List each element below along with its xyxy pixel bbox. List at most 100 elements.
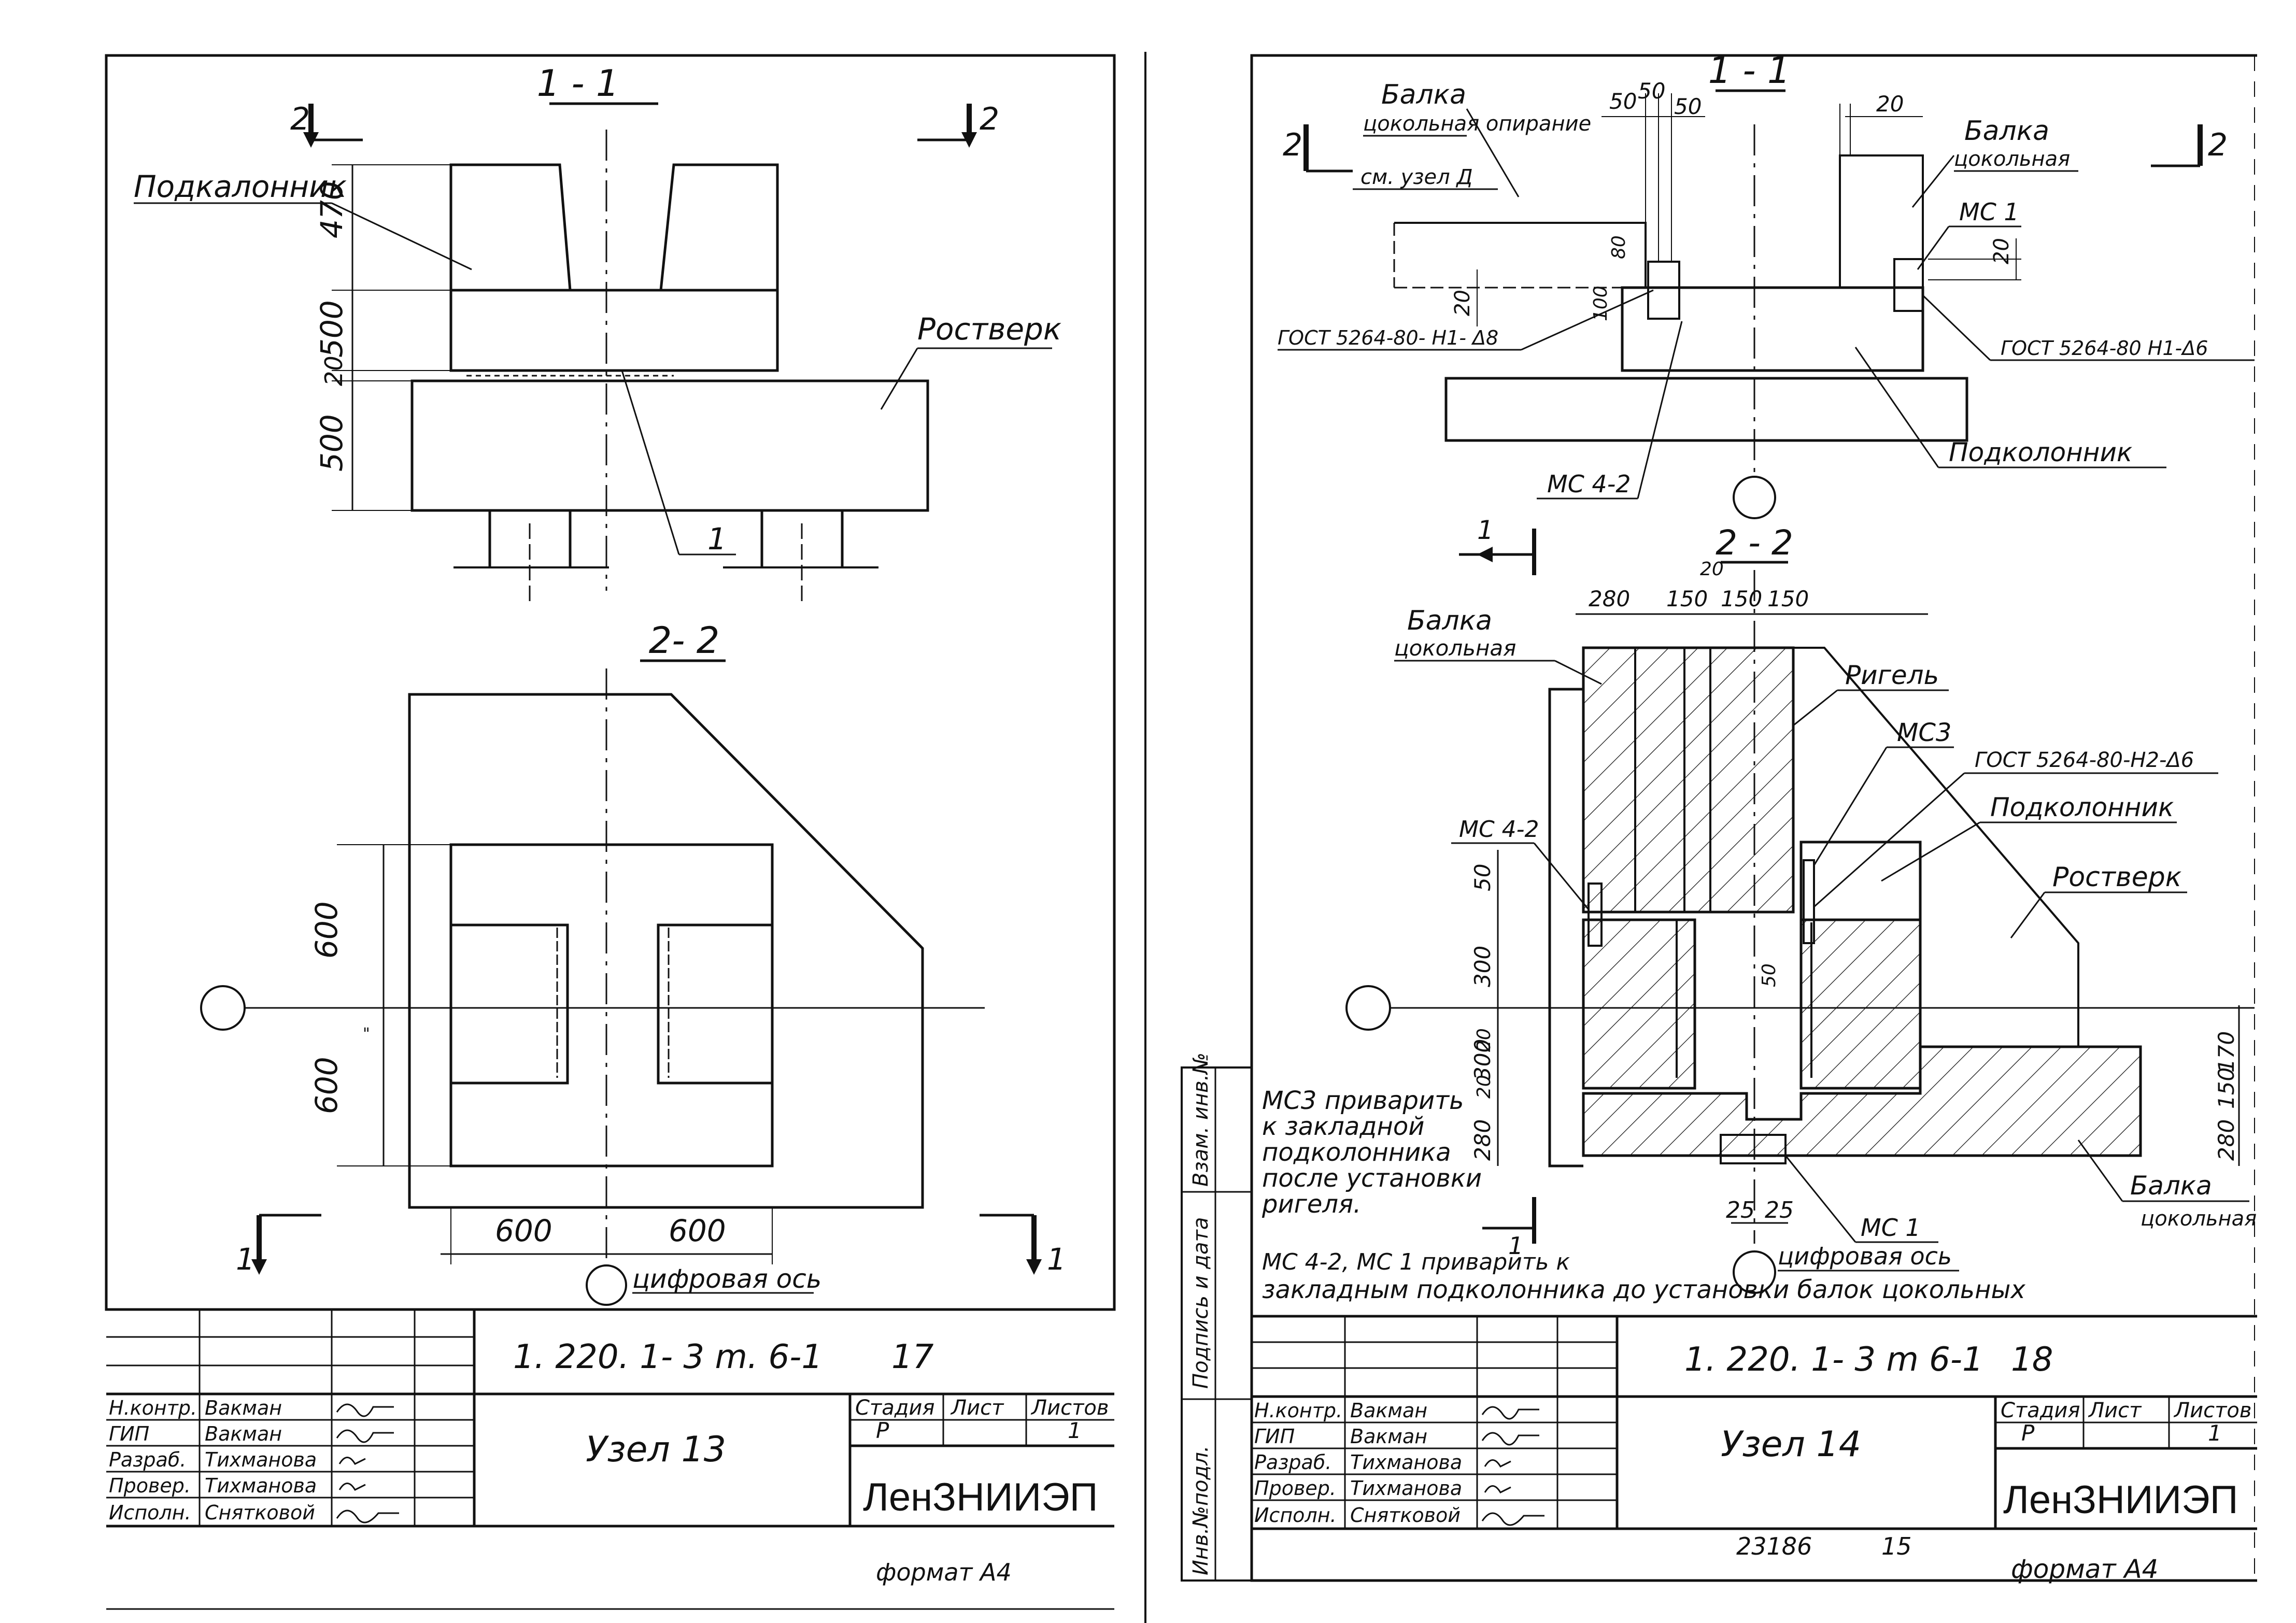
right-sheet-frame bbox=[1250, 54, 2257, 1582]
svg-text:Тихманова: Тихманова bbox=[205, 1448, 317, 1471]
rostverk bbox=[410, 379, 929, 512]
svg-text:Провер.: Провер. bbox=[109, 1474, 191, 1497]
svg-text:Лист: Лист bbox=[2088, 1399, 2142, 1422]
svg-text:ГИП: ГИП bbox=[109, 1422, 149, 1445]
right-doc-sheet-no: 18 bbox=[2011, 1341, 2053, 1379]
svg-text:20: 20 bbox=[1473, 1075, 1495, 1099]
svg-text:Р: Р bbox=[876, 1418, 889, 1443]
label-rigel: Ригель bbox=[1845, 660, 1939, 690]
right-sheet: 1 - 1 2 2 50 50 50 20 bbox=[1181, 49, 2257, 1584]
label-podkolonnik-left: Подкалонник bbox=[134, 169, 347, 204]
podkolonnik-elevation bbox=[1621, 286, 1924, 372]
svg-text:закладным подколонника до ус: закладным подколонника до установки бало… bbox=[1262, 1275, 2025, 1304]
right-cut-mark-2: 2 2 bbox=[1283, 124, 2228, 173]
svg-text:100: 100 bbox=[1590, 286, 1611, 321]
podkolonnik-cup-left bbox=[449, 163, 572, 292]
right-bottom-number-1: 23186 bbox=[1736, 1532, 1812, 1560]
svg-text:Снятковой: Снятковой bbox=[205, 1501, 315, 1524]
svg-text:Вакман: Вакман bbox=[205, 1422, 282, 1445]
left-axis-label: цифровая ось bbox=[632, 1264, 821, 1294]
piles bbox=[453, 510, 878, 601]
svg-text:цокольная опирание: цокольная опирание bbox=[1363, 112, 1591, 136]
right-top-axis-circle bbox=[1733, 476, 1776, 519]
svg-text:Инв.№подл.: Инв.№подл. bbox=[1189, 1445, 1213, 1575]
right-axis-circle-col bbox=[1733, 1250, 1776, 1294]
svg-text:600: 600 bbox=[309, 1057, 344, 1114]
svg-text:Разраб.: Разраб. bbox=[109, 1448, 186, 1471]
svg-text:Взам. инв.№: Взам. инв.№ bbox=[1189, 1052, 1213, 1187]
svg-text:20: 20 bbox=[1700, 559, 1724, 580]
svg-text:Исполн.: Исполн. bbox=[109, 1501, 191, 1524]
label-ms3: МС3 bbox=[1897, 718, 1951, 747]
svg-text:после установки: после установки bbox=[1262, 1164, 1482, 1193]
note-ms4: МС 4-2, МС 1 приварить к закладным подко… bbox=[1262, 1249, 2025, 1304]
svg-text:1: 1 bbox=[1047, 1242, 1066, 1277]
left-doc-code: 1. 220. 1- 3 m. 6-1 bbox=[513, 1338, 823, 1376]
left-sheet-frame bbox=[105, 54, 1116, 1311]
right-cut-mark-1-top: 1 bbox=[1459, 515, 1536, 575]
svg-text:Стадия: Стадия bbox=[855, 1396, 934, 1420]
label-gost-right: ГОСТ 5264-80 Н1-Δ6 bbox=[2001, 337, 2208, 360]
right-plan-dims: 280 150 20 150 150 50 300 20 300 20 280 … bbox=[1470, 559, 2240, 1224]
right-axis-label: цифровая ось bbox=[1778, 1242, 1952, 1270]
svg-text:Вакман: Вакман bbox=[1350, 1399, 1427, 1422]
side-stamp: Инв.№подл. Подпись и дата Взам. инв.№ bbox=[1181, 1052, 1253, 1582]
rostverk-elevation bbox=[1444, 377, 1968, 442]
hatched-sections bbox=[1582, 646, 2142, 1157]
podkolonnik-cup-right bbox=[659, 163, 779, 292]
signatures bbox=[336, 1403, 399, 1524]
svg-text:80: 80 bbox=[1608, 235, 1629, 259]
label-balka-mid: Балка bbox=[1407, 605, 1492, 636]
signatures-right bbox=[1481, 1406, 1544, 1526]
left-org-name: ЛенЗНИИЭП bbox=[863, 1475, 1098, 1519]
svg-text:20: 20 bbox=[1990, 238, 2014, 264]
svg-text:50: 50 bbox=[1674, 94, 1702, 119]
svg-text:ригеля.: ригеля. bbox=[1262, 1190, 1361, 1219]
svg-text:1: 1 bbox=[236, 1242, 255, 1277]
svg-text:20: 20 bbox=[320, 355, 348, 386]
svg-text:2: 2 bbox=[2208, 127, 2228, 163]
label-ms4-2-top: МС 4-2 bbox=[1547, 470, 1631, 498]
svg-text:цокольная: цокольная bbox=[1394, 635, 1516, 661]
svg-text:20: 20 bbox=[1473, 1028, 1495, 1052]
svg-text:Снятковой: Снятковой bbox=[1350, 1504, 1461, 1527]
svg-text:50: 50 bbox=[1470, 864, 1495, 891]
left-plan-dims: 600 600 600 600 bbox=[309, 844, 773, 1264]
svg-text:Н.контр.: Н.контр. bbox=[1254, 1399, 1342, 1422]
left-axis-circle-row bbox=[200, 985, 246, 1031]
svg-text:Стадия: Стадия bbox=[2001, 1399, 2080, 1422]
svg-text:МС3 приварить: МС3 приварить bbox=[1262, 1086, 1464, 1115]
left-vertical-dims: 470 500 20 500 bbox=[314, 164, 451, 511]
left-section-2-2-title: 2- 2 bbox=[649, 619, 720, 662]
svg-text:600: 600 bbox=[309, 901, 344, 959]
right-section-2-2-title: 2 - 2 bbox=[1716, 523, 1793, 563]
right-axis-circle-row bbox=[1345, 985, 1391, 1031]
left-cut-mark-2-left: 2 bbox=[290, 101, 363, 148]
svg-text:150: 150 bbox=[1721, 586, 1762, 611]
svg-text:Лист: Лист bbox=[950, 1396, 1004, 1420]
podkolonnik-plan bbox=[449, 843, 774, 1168]
svg-text:1: 1 bbox=[707, 521, 727, 557]
svg-text:Разраб.: Разраб. bbox=[1254, 1451, 1331, 1474]
right-section-1-1-title: 1 - 1 bbox=[1708, 49, 1791, 92]
svg-text:170: 170 bbox=[2214, 1031, 2239, 1073]
right-format-label: формат А4 bbox=[2011, 1554, 2158, 1584]
left-axis-circle-col bbox=[586, 1264, 627, 1306]
svg-text:цокольная: цокольная bbox=[2141, 1207, 2257, 1231]
svg-text:2: 2 bbox=[290, 101, 310, 137]
note-ms3: МС3 приварить к закладной подколонника п… bbox=[1262, 1086, 1482, 1219]
left-section-1-1-title: 1 - 1 bbox=[537, 62, 619, 105]
svg-text:Р: Р bbox=[2021, 1420, 2035, 1446]
svg-text:МС 4-2, МС 1 приварить к: МС 4-2, МС 1 приварить к bbox=[1262, 1249, 1570, 1275]
label-balka-top-right: Балка bbox=[1964, 116, 2049, 147]
left-format-label: формат А4 bbox=[876, 1558, 1012, 1586]
svg-text:ГИП: ГИП bbox=[1254, 1425, 1295, 1448]
rostverk-plan bbox=[408, 693, 924, 1209]
svg-text:Вакман: Вакман bbox=[205, 1397, 282, 1419]
label-balka-bottom: Балка bbox=[2130, 1171, 2212, 1201]
svg-text:280: 280 bbox=[2214, 1119, 2239, 1161]
svg-text:2: 2 bbox=[1283, 127, 1302, 163]
svg-text:Тихманова: Тихманова bbox=[1350, 1477, 1462, 1500]
label-balka-top-left: Балка bbox=[1381, 79, 1466, 110]
